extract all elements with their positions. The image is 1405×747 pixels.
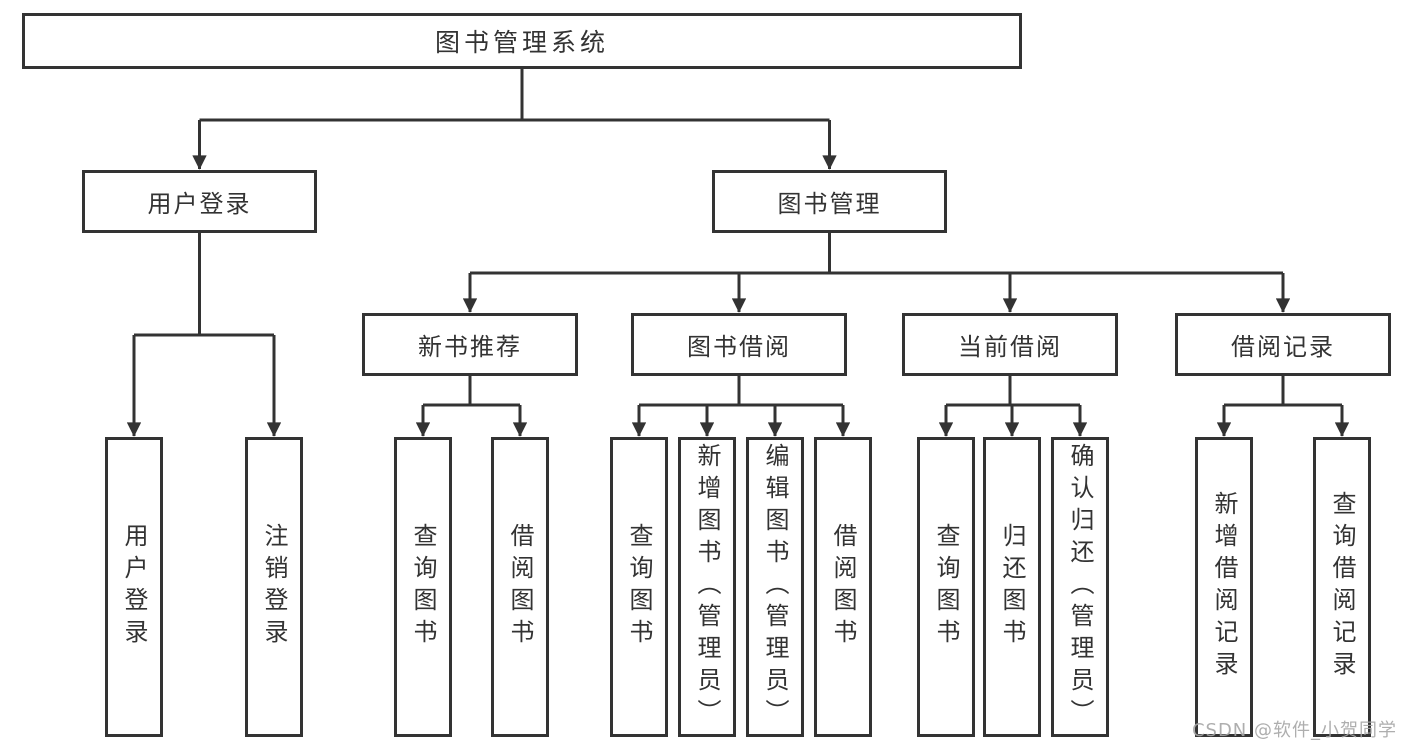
node-leaf-logout: 注销登录: [245, 437, 303, 737]
node-leaf-current-return: 归还图书: [983, 437, 1041, 737]
edges-book-borrow-to-leaves: [631, 376, 851, 437]
node-leaf-user-login: 用户登录: [105, 437, 163, 737]
node-leaf-borrow-add: 新增图书（管理员）: [678, 437, 736, 737]
node-root: 图书管理系统: [22, 13, 1022, 69]
node-leaf-newbook-borrow: 借阅图书: [491, 437, 549, 737]
edges-borrow-records-to-leaves: [1216, 376, 1350, 437]
node-leaf-borrow-edit: 编辑图书（管理员）: [746, 437, 804, 737]
node-borrow-records: 借阅记录: [1175, 313, 1391, 376]
node-current-borrow: 当前借阅: [902, 313, 1118, 376]
edges-root-to-level2: [192, 69, 837, 170]
node-leaf-borrow-query: 查询图书: [610, 437, 668, 737]
node-leaf-record-add: 新增借阅记录: [1195, 437, 1253, 737]
node-leaf-record-query: 查询借阅记录: [1313, 437, 1371, 737]
node-leaf-current-confirm: 确认归还（管理员）: [1051, 437, 1109, 737]
edges-user-login-to-leaves: [126, 233, 282, 437]
node-user-login: 用户登录: [82, 170, 317, 233]
csdn-watermark: CSDN @软件_小贺同学: [1191, 720, 1397, 741]
node-new-book-rec: 新书推荐: [362, 313, 578, 376]
node-leaf-current-query: 查询图书: [917, 437, 975, 737]
node-book-mgmt: 图书管理: [712, 170, 947, 233]
node-book-borrow: 图书借阅: [631, 313, 847, 376]
node-leaf-borrow-borrow: 借阅图书: [814, 437, 872, 737]
node-leaf-newbook-query: 查询图书: [394, 437, 452, 737]
edges-current-borrow-to-leaves: [938, 376, 1088, 437]
edges-book-mgmt-to-level3: [462, 233, 1291, 313]
edges-new-book-rec-to-leaves: [415, 376, 528, 437]
